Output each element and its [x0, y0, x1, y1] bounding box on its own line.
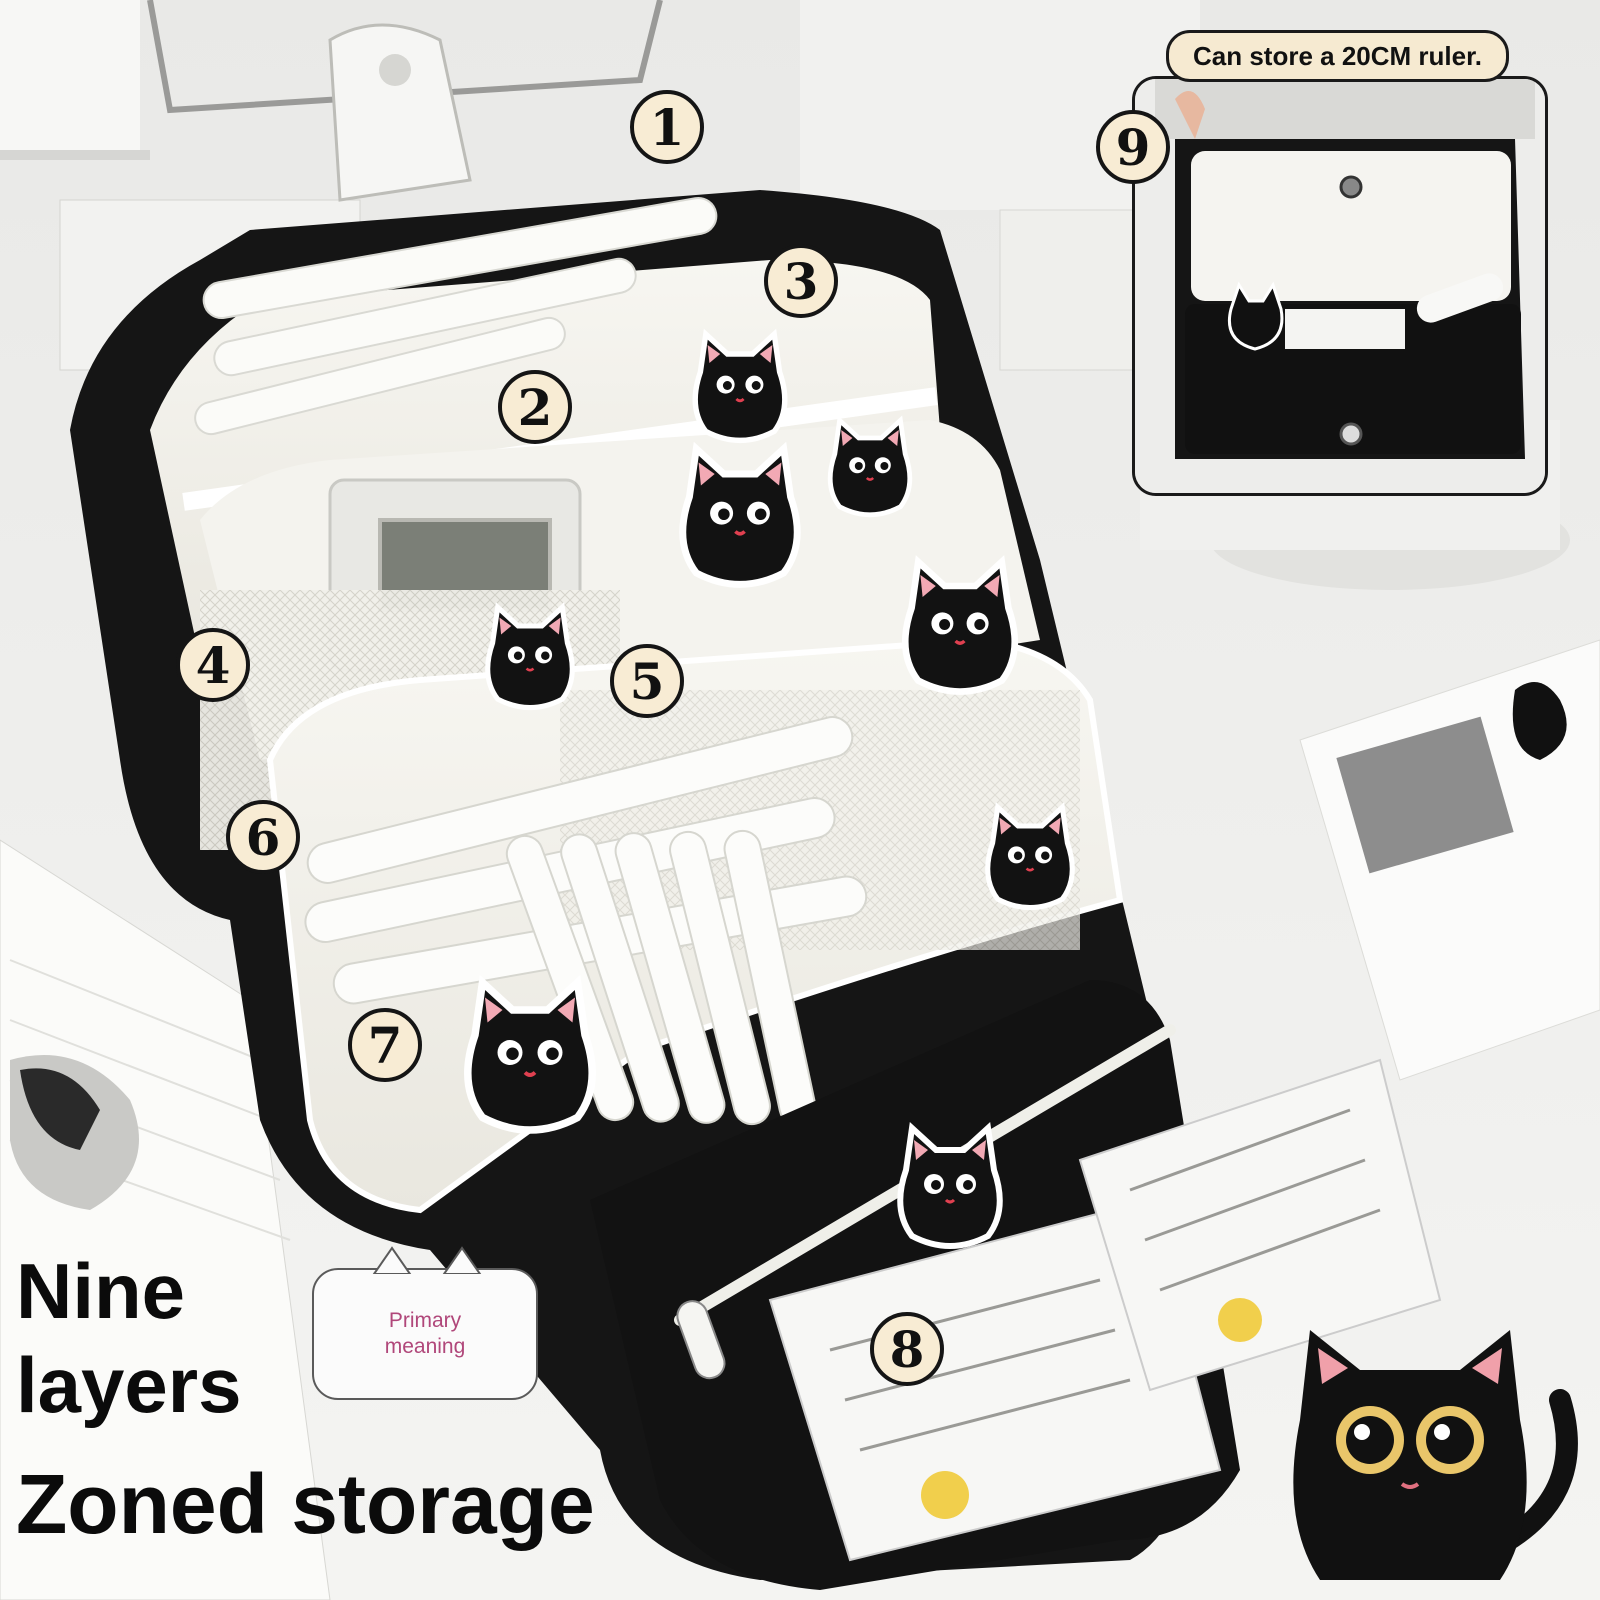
callout-3: 3 — [764, 244, 838, 318]
headline-line-1: Nine — [16, 1247, 186, 1335]
caption-bubble: Primary meaning — [312, 1246, 538, 1400]
callout-6: 6 — [226, 800, 300, 874]
ruler-capacity-note: Can store a 20CM ruler. — [1166, 30, 1509, 82]
inset-case-photo — [1135, 79, 1545, 493]
callout-1: 1 — [630, 90, 704, 164]
callout-7: 7 — [348, 1008, 422, 1082]
callout-5: 5 — [610, 644, 684, 718]
callout-9: 9 — [1096, 110, 1170, 184]
headline-line-3: Zoned storage — [16, 1457, 595, 1551]
headline-line-2: layers — [16, 1341, 242, 1429]
inset-photo-frame — [1132, 76, 1548, 496]
callout-2: 2 — [498, 370, 572, 444]
callout-4: 4 — [176, 628, 250, 702]
bubble-caption: Primary meaning — [384, 1309, 466, 1358]
bubble-ears-icon — [372, 1246, 482, 1274]
callout-8: 8 — [870, 1312, 944, 1386]
